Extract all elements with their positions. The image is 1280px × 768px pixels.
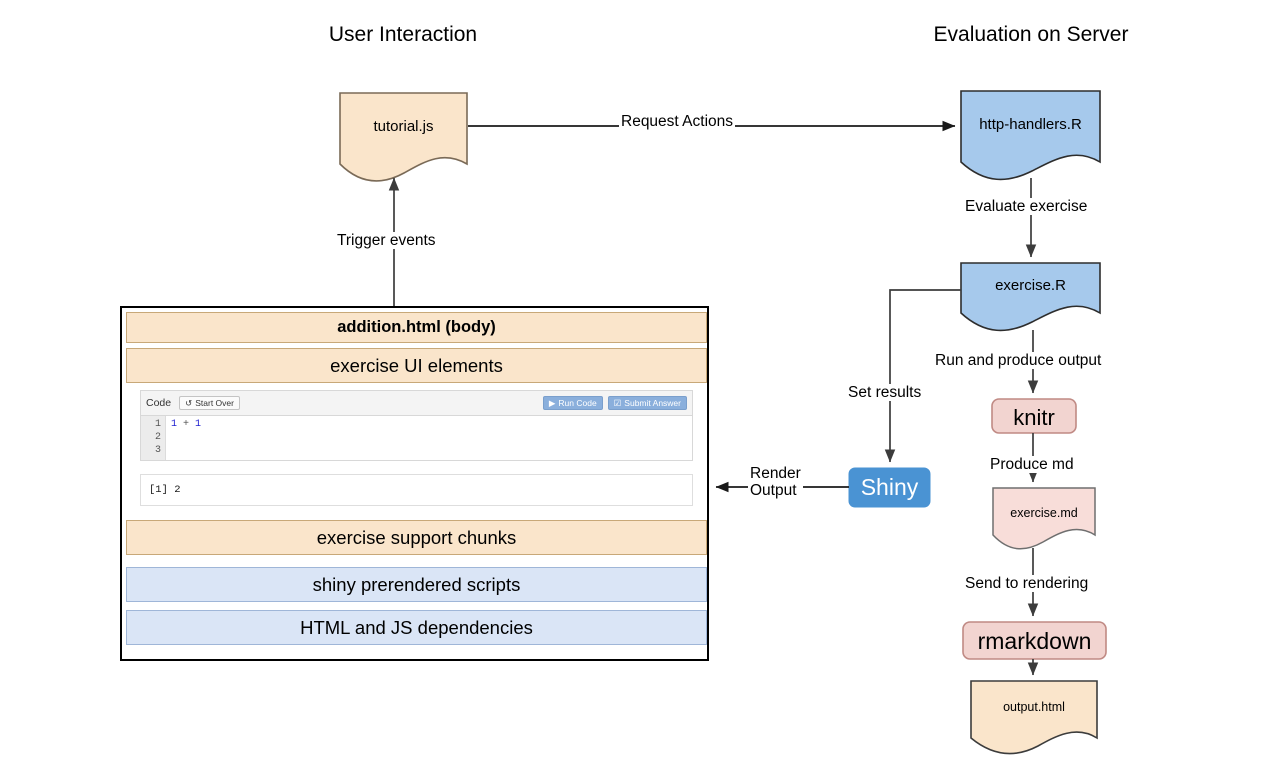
edge-label-run-and-produce-output: Run and produce output (933, 352, 1104, 370)
edge-label-evaluate-exercise: Evaluate exercise (963, 198, 1090, 216)
node-http-handlers (960, 90, 1101, 181)
edge-label-render-output: Render Output (748, 465, 803, 500)
node-exercise-r (960, 262, 1101, 332)
panel-title-band: addition.html (body) (126, 312, 707, 343)
band-label: exercise support chunks (316, 526, 517, 548)
run-code-button[interactable]: ▶ Run Code (542, 395, 603, 411)
code-label: Code (146, 397, 172, 409)
band-html-js-dependencies: HTML and JS dependencies (126, 610, 707, 645)
band-exercise-ui-elements: exercise UI elements (126, 348, 707, 383)
band-shiny-prerendered-scripts: shiny prerendered scripts (126, 567, 707, 602)
refresh-icon: ↺ (185, 397, 193, 408)
edge-label-render-output-line1: Render (750, 465, 801, 482)
exercise-widget: Code ↺ Start Over ▶ Run Code ☑ Submit An… (140, 390, 693, 506)
node-rmarkdown (962, 621, 1107, 660)
edge-label-send-to-rendering: Send to rendering (963, 575, 1091, 593)
line-number: 3 (154, 445, 161, 456)
checkbox-icon: ☑ (613, 397, 622, 408)
submit-answer-label: Submit Answer (624, 397, 681, 408)
code-token-left: 1 (171, 419, 178, 430)
panel-title: addition.html (body) (337, 318, 496, 336)
line-number-gutter: 1 2 3 (141, 416, 166, 460)
addition-html-panel: addition.html (body) exercise UI element… (120, 306, 709, 661)
node-exercise-md (992, 487, 1096, 550)
node-knitr (991, 398, 1077, 434)
band-label: shiny prerendered scripts (312, 573, 521, 595)
band-label: exercise UI elements (330, 354, 503, 376)
code-line: 1 + 1 (171, 418, 692, 431)
code-line (171, 444, 692, 457)
code-token-right: 1 (195, 419, 202, 430)
editor-toolbar: Code ↺ Start Over ▶ Run Code ☑ Submit An… (141, 391, 692, 416)
code-token-operator: + (177, 419, 196, 430)
band-exercise-support-chunks: exercise support chunks (126, 520, 707, 555)
edge-label-produce-md: Produce md (988, 456, 1076, 474)
edge-label-set-results: Set results (846, 384, 924, 402)
code-line (171, 431, 692, 444)
play-icon: ▶ (548, 397, 556, 408)
edge-set-results (884, 289, 961, 463)
run-code-label: Run Code (558, 397, 597, 408)
right-column-heading: Evaluation on Server (933, 23, 1129, 46)
code-editor: Code ↺ Start Over ▶ Run Code ☑ Submit An… (140, 390, 693, 461)
start-over-label: Start Over (195, 397, 234, 408)
node-output-html (970, 680, 1098, 755)
edge-label-trigger-events: Trigger events (335, 232, 438, 250)
band-label: HTML and JS dependencies (300, 616, 533, 638)
output-text: [1] 2 (149, 484, 181, 496)
code-lines[interactable]: 1 + 1 (166, 416, 692, 460)
left-column-heading: User Interaction (328, 23, 478, 46)
edge-label-request-actions: Request Actions (619, 113, 736, 131)
code-area[interactable]: 1 2 3 1 + 1 (141, 416, 692, 460)
start-over-button[interactable]: ↺ Start Over (179, 395, 240, 411)
line-number: 2 (154, 432, 161, 443)
node-tutorial-js (339, 92, 468, 182)
code-output-area: [1] 2 (140, 474, 693, 506)
line-number: 1 (154, 419, 161, 430)
edge-label-render-output-line2: Output (750, 482, 797, 500)
node-shiny (848, 467, 931, 508)
submit-answer-button[interactable]: ☑ Submit Answer (607, 395, 687, 411)
